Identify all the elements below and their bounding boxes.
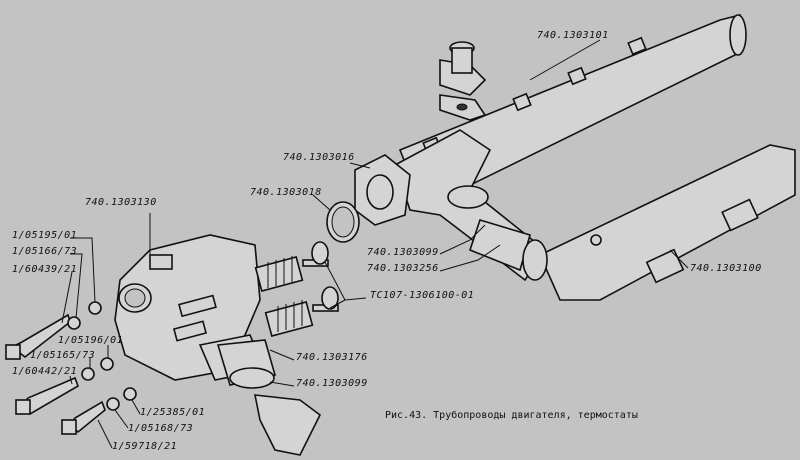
label-pipe-sleeve: 740.1303099 (367, 247, 439, 258)
label-bolt2: 1/60442/21 (12, 366, 78, 377)
flange-fitting (439, 41, 487, 121)
bolts-and-washers (5, 301, 137, 435)
leader-lines (61, 39, 689, 449)
label-bolt1-washer-a: 1/05195/01 (12, 230, 78, 241)
label-bolt3: 1/59718/21 (112, 441, 178, 452)
gasket-flange (354, 154, 411, 226)
label-outlet-sleeve: 740.1303099 (296, 378, 368, 389)
label-bolt3-washer-a: 1/25385/01 (140, 407, 206, 418)
label-bolt3-washer-b: 1/05168/73 (128, 423, 194, 434)
label-manifold-right: 740.1303100 (690, 263, 762, 274)
label-bolt1: 1/60439/21 (12, 264, 78, 275)
label-bolt2-washer-b: 1/05165/73 (30, 350, 96, 361)
label-thermostats: ТС107-1306100-01 (370, 290, 475, 301)
label-outlet-pipe: 740.1303176 (296, 352, 368, 363)
label-bolt2-washer-a: 1/05196/01 (58, 335, 124, 346)
manifold-pipe-right (538, 144, 796, 301)
label-gasket-flange: 740.1303016 (283, 152, 355, 163)
seal-ring (326, 201, 360, 243)
label-manifold-left: 740.1303101 (537, 30, 609, 41)
label-thermostat-housing: 740.1303130 (85, 197, 157, 208)
thermostats (254, 241, 339, 338)
label-pipe-clamp: 740.1303256 (367, 263, 439, 274)
label-bolt1-washer-b: 1/05166/73 (12, 246, 78, 257)
figure-caption: Рис.43. Трубопроводы двигателя, термоста… (385, 410, 638, 421)
label-seal-ring: 740.1303018 (250, 187, 322, 198)
outlet-pipe (216, 339, 322, 456)
